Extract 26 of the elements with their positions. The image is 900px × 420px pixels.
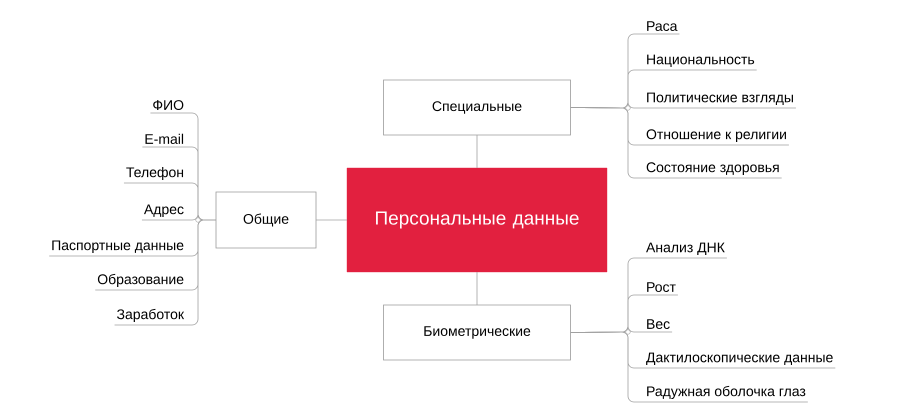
branch-line bbox=[570, 107, 782, 178]
leaf-label: Адрес bbox=[144, 204, 184, 217]
leaf-label: Паспортные данные bbox=[52, 240, 184, 253]
leaf-label: Радужная оболочка глаз bbox=[647, 386, 806, 399]
connector-line bbox=[476, 272, 478, 306]
leaf-label: E-mail bbox=[146, 134, 184, 144]
branch-line bbox=[570, 332, 808, 402]
leaf-label: Национальность bbox=[647, 54, 754, 67]
leaf-label: ФИО bbox=[153, 100, 184, 110]
leaf-label: Телефон bbox=[126, 166, 184, 180]
leaf-label: Вес bbox=[647, 319, 670, 329]
leaf-label: Состояние здоровья bbox=[646, 162, 779, 175]
leaf-label: Рост bbox=[647, 282, 676, 292]
connector-line bbox=[476, 134, 478, 168]
category-box: Общие bbox=[216, 192, 316, 248]
leaf-label: Образование bbox=[98, 274, 184, 287]
leaf-label: Дактилоскопические данные bbox=[646, 352, 833, 365]
leaf-label: Отношение к религии bbox=[646, 129, 786, 142]
category-box: Специальные bbox=[383, 80, 571, 136]
leaf-label: Раса bbox=[647, 21, 678, 31]
leaf-label: Анализ ДНК bbox=[646, 242, 725, 255]
leaf-label: Заработок bbox=[117, 308, 184, 322]
leaf-label: Политические взгляды bbox=[647, 92, 793, 105]
topic-box: Персональные данные bbox=[346, 168, 608, 272]
branch-line bbox=[114, 220, 216, 326]
category-box: Биометрические bbox=[383, 304, 571, 360]
